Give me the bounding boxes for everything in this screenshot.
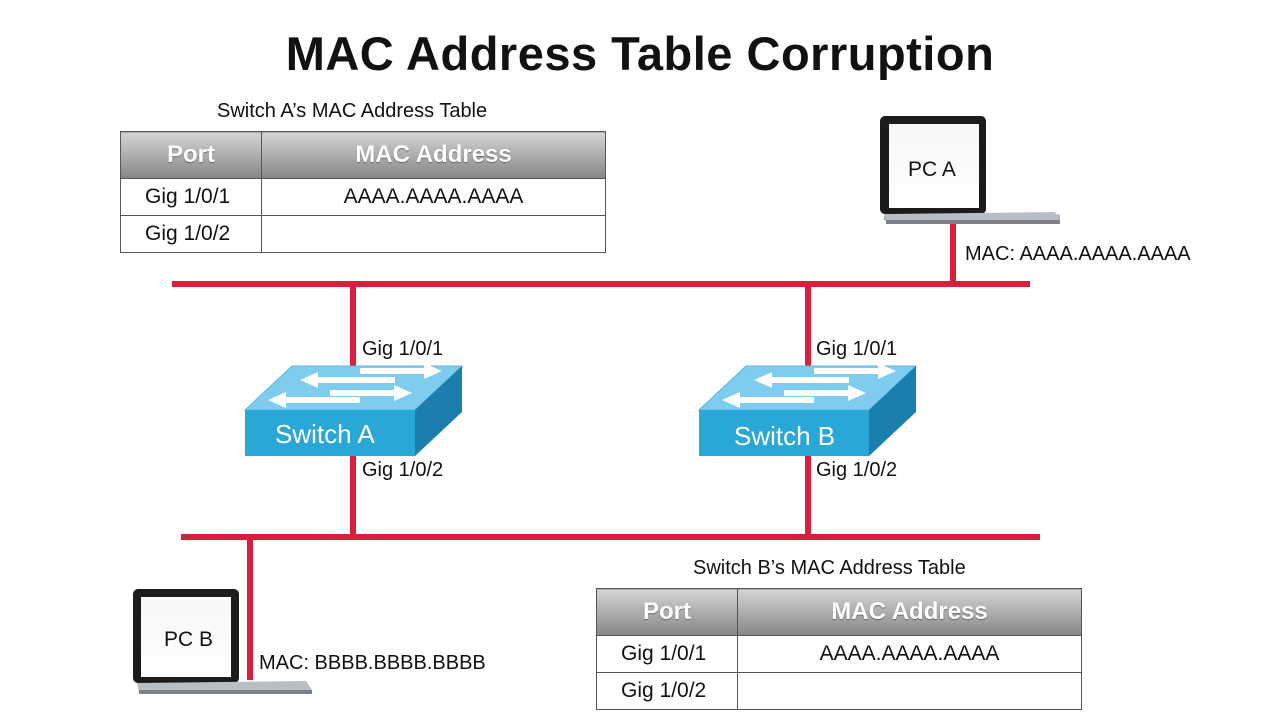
pc-a-label: PC A [908,158,956,181]
pc-a-mac: MAC: AAAA.AAAA.AAAA [965,243,1191,265]
switch-b-label: Switch B [734,421,836,451]
switch-a-label: Switch A [275,419,375,449]
switch-b-mac-table: Port MAC Address Gig 1/0/1 AAAA.AAAA.AAA… [596,588,1082,710]
pc-b-mac: MAC: BBBB.BBBB.BBBB [259,652,486,674]
table-header-row: Port MAC Address [596,588,1082,636]
pc-b-label: PC B [164,628,214,651]
table-row: Gig 1/0/1 AAAA.AAAA.AAAA [120,178,606,216]
column-header-port: Port [120,131,262,179]
table-b-caption: Switch B’s MAC Address Table [693,557,966,579]
switch-a-port-top: Gig 1/0/1 [362,338,444,360]
table-row: Gig 1/0/1 AAAA.AAAA.AAAA [596,635,1082,673]
table-row: Gig 1/0/2 [120,215,606,253]
port-cell: Gig 1/0/2 [120,215,262,253]
column-header-mac: MAC Address [261,131,606,179]
table-header-row: Port MAC Address [120,131,606,179]
switch-b-port-bottom: Gig 1/0/2 [816,459,898,481]
mac-cell [261,215,606,253]
switch-a-port-bottom: Gig 1/0/2 [362,459,444,481]
port-cell: Gig 1/0/1 [120,178,262,216]
pc-a-laptop-icon[interactable] [880,116,1060,224]
mac-cell: AAAA.AAAA.AAAA [737,635,1082,673]
switch-a-icon[interactable] [243,363,464,456]
port-cell: Gig 1/0/2 [596,672,738,710]
table-row: Gig 1/0/2 [596,672,1082,710]
mac-cell: AAAA.AAAA.AAAA [261,178,606,216]
network-links [172,224,1040,680]
switch-b-icon[interactable] [697,363,918,456]
page-title: MAC Address Table Corruption [285,27,995,80]
switch-b-port-top: Gig 1/0/1 [816,338,898,360]
table-a-caption: Switch A’s MAC Address Table [217,100,488,122]
column-header-port: Port [596,588,738,636]
pc-b-laptop-icon[interactable] [133,589,312,694]
column-header-mac: MAC Address [737,588,1082,636]
switch-a-mac-table: Port MAC Address Gig 1/0/1 AAAA.AAAA.AAA… [120,131,606,253]
mac-cell [737,672,1082,710]
port-cell: Gig 1/0/1 [596,635,738,673]
